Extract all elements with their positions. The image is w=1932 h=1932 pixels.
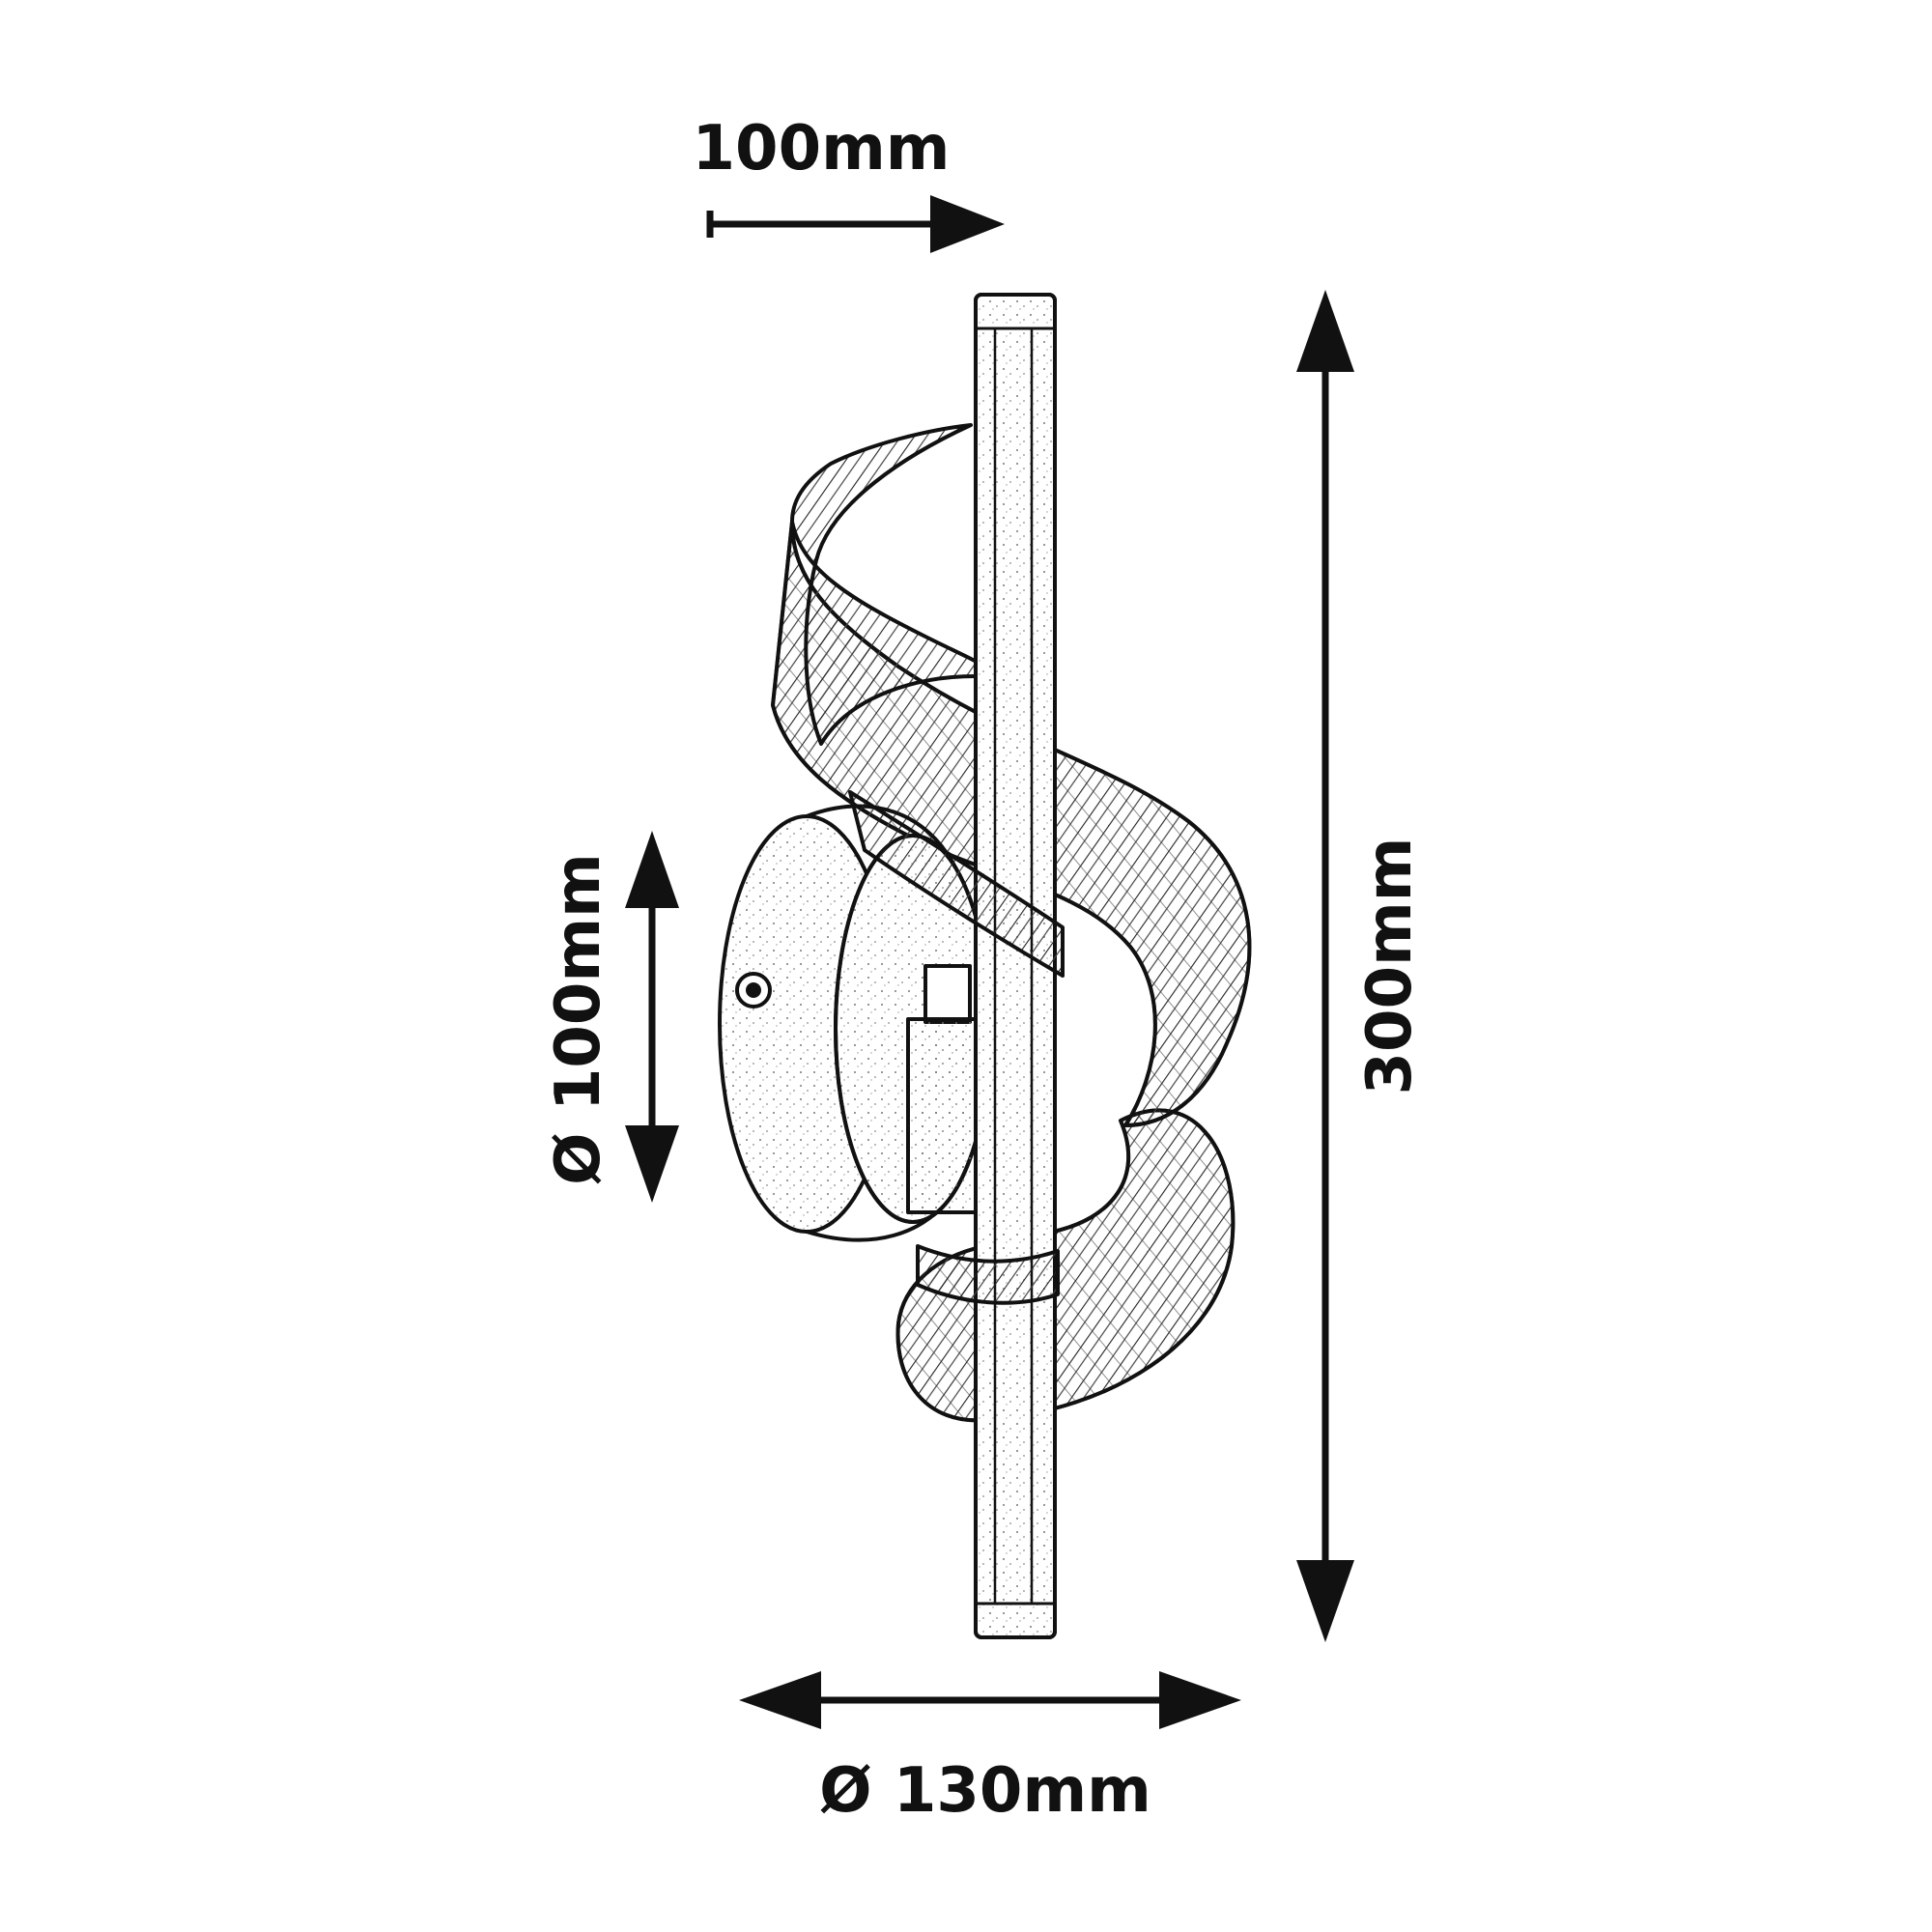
base-diameter-label: Ø 100mm (543, 853, 614, 1185)
wall-lamp-illustration (718, 293, 1252, 1639)
screw-center (746, 982, 761, 998)
depth-label: 100mm (693, 113, 951, 185)
spiral-band-front (848, 790, 1065, 978)
height-arrow-head-top (1296, 290, 1354, 372)
base-diameter-arrow-head-top (625, 831, 679, 908)
spiral-band-front-lower (916, 1244, 1060, 1305)
height-label: 300mm (1354, 838, 1426, 1095)
base-diameter-arrow-head-bottom (625, 1125, 679, 1203)
spiral-diameter-arrow-head-left (739, 1671, 821, 1729)
dimension-arrows (625, 195, 1354, 1729)
depth-arrow-head (930, 195, 1005, 253)
height-arrow-head-bottom (1296, 1560, 1354, 1642)
spiral-diameter-label: Ø 130mm (819, 1755, 1151, 1827)
connector-stem (906, 1017, 978, 1214)
spiral-diameter-arrow-head-right (1159, 1671, 1241, 1729)
connector-block (923, 964, 972, 1024)
